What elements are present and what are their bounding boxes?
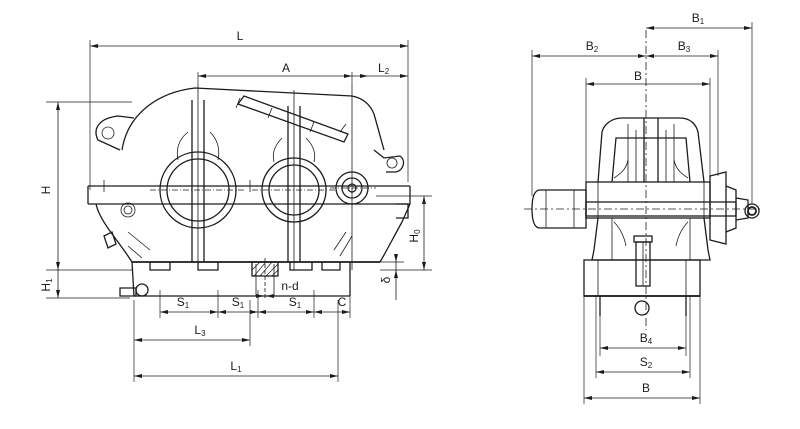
dim-label-C: C xyxy=(338,295,347,309)
dim-label-H1: H1 xyxy=(39,278,54,292)
dim-label-B3: B3 xyxy=(678,39,691,54)
dim-label-B2: B2 xyxy=(586,39,599,54)
dim-label-B1: B1 xyxy=(692,11,705,26)
dim-label-S1-third: S1 xyxy=(289,295,302,310)
front-view: L A L2 H H1 H0 δ S1 S1 S1 n-d C L3 L1 xyxy=(39,29,432,382)
dim-label-L1: L1 xyxy=(230,359,242,374)
dim-label-H0: H0 xyxy=(407,229,422,243)
dim-label-B-bottom: B xyxy=(642,381,650,395)
dim-label-L2: L2 xyxy=(378,61,390,76)
front-labels: L A L2 H H1 H0 δ S1 S1 S1 n-d C L3 L1 xyxy=(39,29,422,374)
front-housing xyxy=(87,84,411,300)
dim-label-B4: B4 xyxy=(640,331,653,346)
dim-label-L: L xyxy=(237,29,244,43)
side-labels: B1 B2 B3 B B4 S2 B xyxy=(586,11,705,395)
side-dimensions xyxy=(531,22,753,404)
dim-label-delta: δ xyxy=(379,276,393,283)
dim-label-B-top: B xyxy=(634,69,642,83)
dim-label-S1-first: S1 xyxy=(177,295,190,310)
dim-label-S2: S2 xyxy=(640,355,653,370)
side-housing xyxy=(524,30,760,330)
dim-label-A: A xyxy=(282,61,290,75)
dim-label-S1-second: S1 xyxy=(232,295,245,310)
front-dimensions xyxy=(46,40,432,382)
dim-label-H: H xyxy=(39,186,53,195)
side-view: B1 B2 B3 B B4 S2 B xyxy=(524,11,760,404)
dim-label-L3: L3 xyxy=(194,323,206,338)
dim-label-n-d: n-d xyxy=(281,279,298,293)
